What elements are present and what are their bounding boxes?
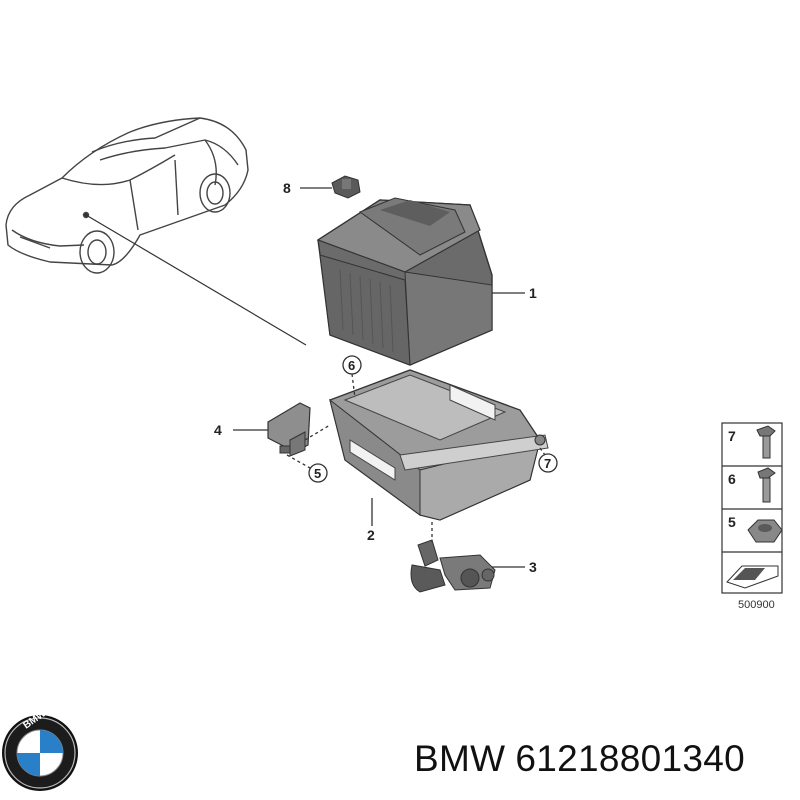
legend-item-7: 7 xyxy=(728,428,736,444)
diagram-ref-number: 500900 xyxy=(738,599,775,611)
fastener-legend: 7 6 5 xyxy=(721,422,783,594)
callout-4: 4 xyxy=(214,422,222,438)
car-leader-line xyxy=(85,214,307,346)
callout-7-leader xyxy=(539,447,546,456)
bolt-icon xyxy=(757,467,776,503)
bracket-dashed-link xyxy=(304,424,331,441)
part-3-battery-cable xyxy=(410,539,496,593)
callout-3: 3 xyxy=(529,559,537,575)
callout-8: 8 xyxy=(283,180,291,196)
callout-6-leader xyxy=(351,373,356,399)
callout-2: 2 xyxy=(367,527,375,543)
callout-1: 1 xyxy=(529,285,537,301)
part-2-battery-tray xyxy=(329,369,549,521)
callout-5: 5 xyxy=(314,466,321,481)
callout-5-circle xyxy=(308,463,328,483)
caption-part-number: 61218801340 xyxy=(515,738,745,779)
callout-7: 7 xyxy=(544,456,551,471)
arrow-icon xyxy=(726,565,779,589)
bolt-flange-icon xyxy=(756,425,776,459)
legend-item-6: 6 xyxy=(728,471,736,487)
callout-6: 6 xyxy=(348,358,355,373)
callout-5-leader xyxy=(286,454,311,469)
callout-7-circle xyxy=(538,453,558,473)
legend-item-5: 5 xyxy=(728,514,736,530)
hex-nut-icon xyxy=(747,519,783,543)
part-4-bracket xyxy=(267,402,311,457)
bmw-logo: BMW xyxy=(2,708,78,791)
car-illustration xyxy=(5,117,249,274)
caption-brand: BMW xyxy=(414,738,506,779)
part-1-battery xyxy=(316,197,493,366)
part-8-connector xyxy=(331,175,361,199)
